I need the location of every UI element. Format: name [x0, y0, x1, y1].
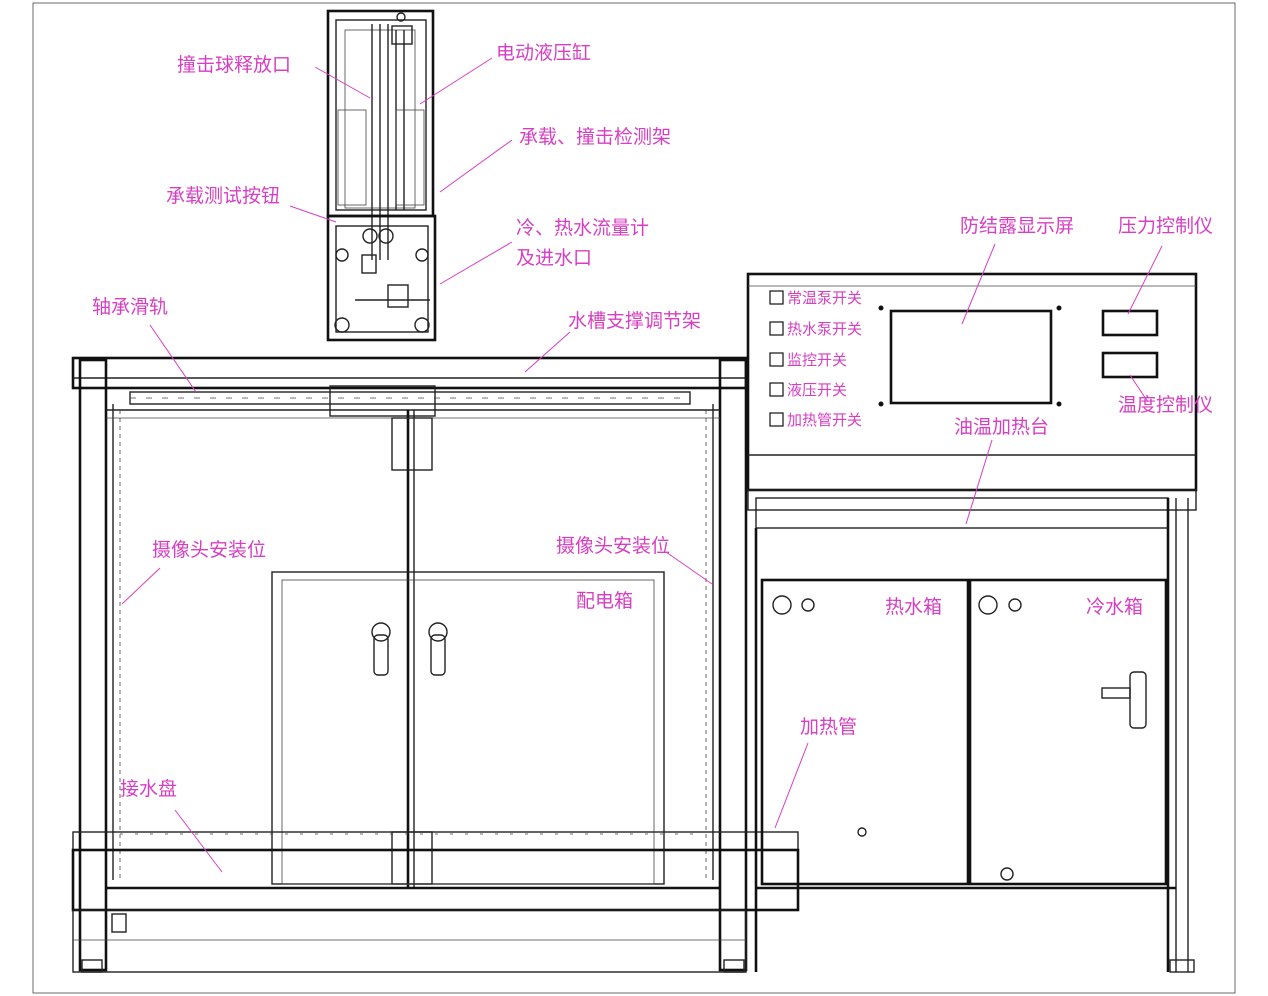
label-drip-tray: 接水盘	[120, 778, 177, 800]
switch-label-normal-pump: 常温泵开关	[787, 289, 862, 307]
switch-label-heater: 加热管开关	[787, 411, 862, 429]
pressure-controller-box	[1101, 309, 1159, 337]
label-heating-pipe: 加热管	[800, 716, 857, 738]
labels: 撞击球释放口 电动液压缸 承载、撞击检测架 承载测试按钮 冷、热水流量计 及进水…	[92, 42, 1213, 800]
label-flow-meter-line2: 及进水口	[516, 247, 592, 269]
label-flow-meter-line1: 冷、热水流量计	[516, 217, 649, 239]
label-bearing-rail: 轴承滑轨	[92, 296, 168, 318]
label-load-impact-frame: 承载、撞击检测架	[519, 126, 671, 148]
switch-label-hot-pump: 热水泵开关	[787, 320, 862, 338]
switch-labels: 常温泵开关 热水泵开关 监控开关 液压开关 加热管开关	[787, 289, 862, 429]
label-tank-support-frame: 水槽支撑调节架	[568, 310, 701, 332]
hot-water-tank	[760, 578, 970, 886]
switch-label-monitor: 监控开关	[787, 351, 847, 369]
label-anti-condensation-screen: 防结露显示屏	[960, 215, 1074, 237]
leader-lines	[121, 57, 1163, 873]
label-load-test-button: 承载测试按钮	[166, 185, 280, 207]
label-oil-heating-table: 油温加热台	[954, 416, 1049, 438]
switch-label-hydraulic: 液压开关	[787, 381, 847, 399]
display-screen	[889, 309, 1053, 405]
label-hot-water-tank: 热水箱	[885, 596, 942, 618]
label-camera-mount-left: 摄像头安装位	[152, 539, 266, 561]
label-impact-ball-release: 撞击球释放口	[177, 54, 291, 76]
temperature-controller-box	[1101, 351, 1159, 379]
tank-cabinet	[747, 489, 1197, 973]
drawing-border	[32, 2, 1236, 994]
label-temperature-controller: 温度控制仪	[1118, 394, 1213, 416]
hydraulic-tower	[326, 9, 437, 342]
label-camera-mount-right: 摄像头安装位	[556, 535, 670, 557]
label-pressure-controller: 压力控制仪	[1118, 215, 1213, 237]
label-hydraulic-cylinder: 电动液压缸	[496, 42, 591, 64]
cold-water-tank	[968, 578, 1168, 886]
label-cold-water-tank: 冷水箱	[1086, 596, 1143, 618]
label-distribution-box: 配电箱	[576, 590, 633, 612]
main-frame	[71, 356, 800, 973]
